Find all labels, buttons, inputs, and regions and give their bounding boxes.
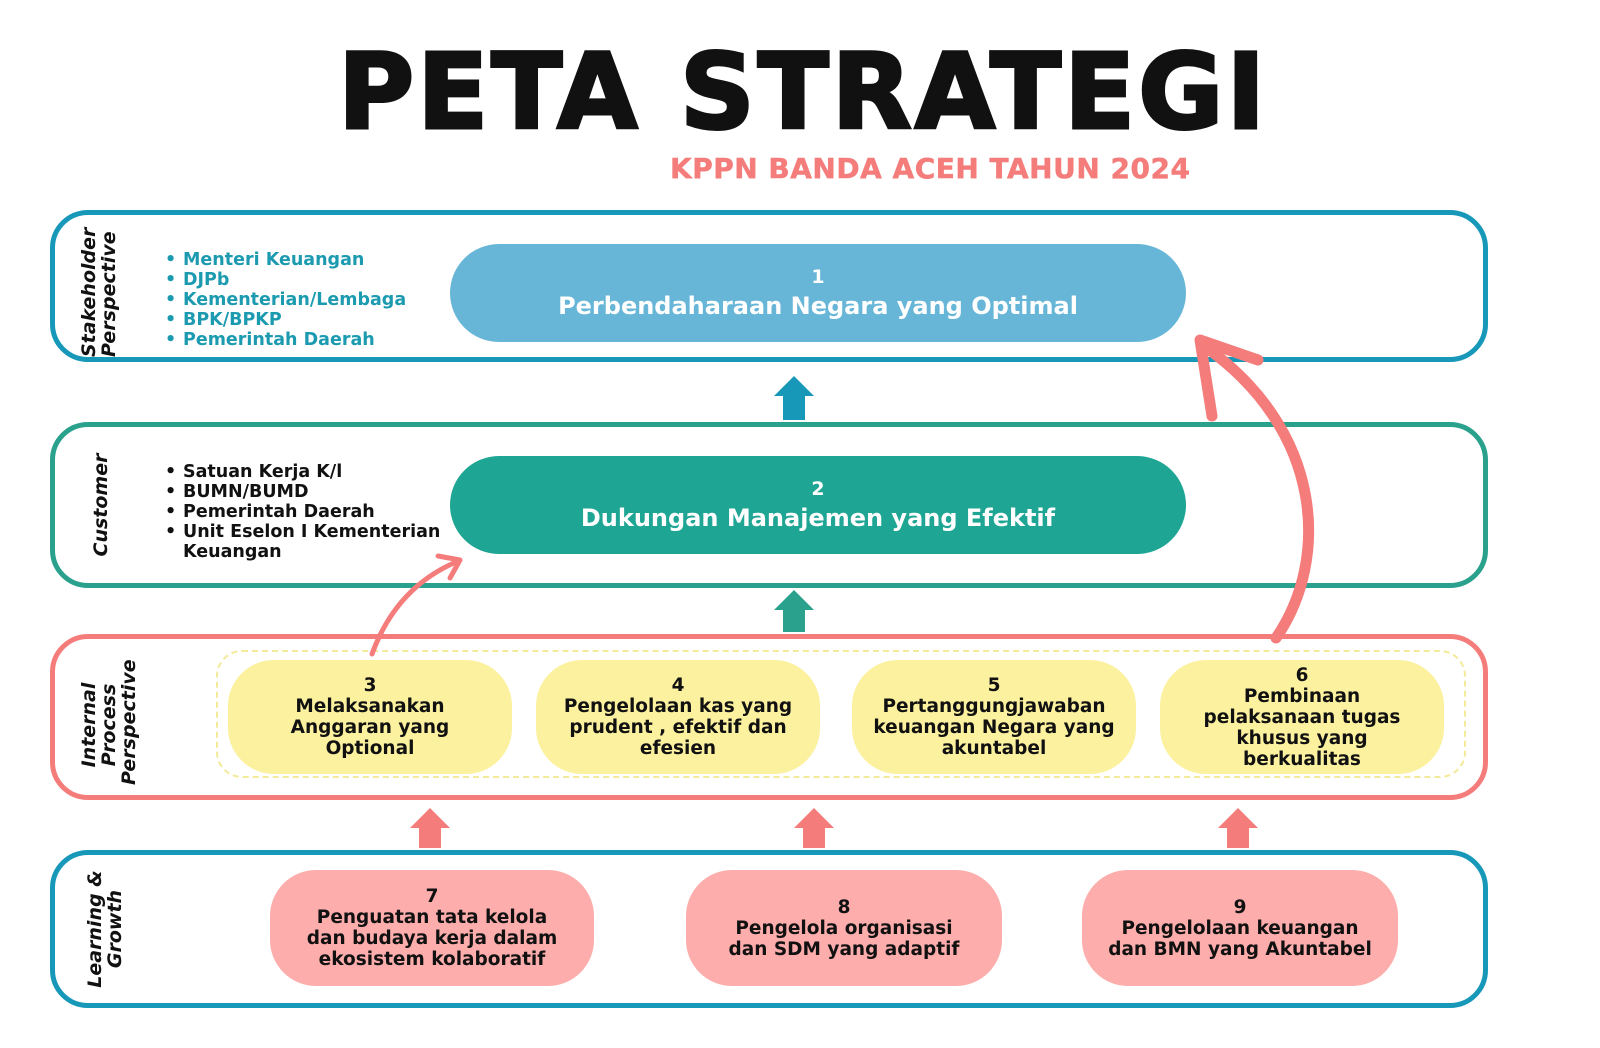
objective-8: 8 Pengelola organisasi dan SDM yang adap… [686,870,1002,986]
objective-2: 2 Dukungan Manajemen yang Efektif [450,456,1186,554]
objective-number: 9 [1233,896,1247,918]
up-arrow-icon [774,590,814,632]
objective-number: 6 [1295,664,1309,686]
curved-arrow-icon [1198,340,1315,644]
objective-number: 1 [811,266,825,288]
up-arrow-icon [1218,808,1258,848]
list-item: Kementerian/Lembaga [165,290,406,310]
list-item: DJPb [165,270,406,290]
list-item: Pemerintah Daerah [165,502,445,522]
list-item: Menteri Keuangan [165,250,406,270]
list-item: Satuan Kerja K/l [165,462,445,482]
up-arrow-icon [774,376,814,420]
objective-text: Pengelolaan keuangan dan BMN yang Akunta… [1108,917,1372,960]
objective-number: 8 [837,896,851,918]
objective-9: 9 Pengelolaan keuangan dan BMN yang Akun… [1082,870,1398,986]
page-subtitle: KPPN BANDA ACEH TAHUN 2024 [670,152,1191,186]
page-title: PETA STRATEGI [337,31,1269,153]
customer-list: Satuan Kerja K/l BUMN/BUMD Pemerintah Da… [165,462,445,562]
objective-number: 3 [363,675,377,696]
objective-number: 5 [987,675,1001,696]
objective-text: Pertanggungjawaban keuangan Negara yang … [873,696,1115,759]
objective-text: Melaksanakan Anggaran yang Optional [290,696,450,759]
objective-number: 2 [811,478,825,500]
up-arrow-icon [410,808,450,848]
list-item: Unit Eselon I Kementerian Keuangan [165,522,445,562]
objective-7: 7 Penguatan tata kelola dan budaya kerja… [270,870,594,986]
stakeholder-list: Menteri Keuangan DJPb Kementerian/Lembag… [165,250,406,350]
up-arrow-icon [794,808,834,848]
list-item: Pemerintah Daerah [165,330,406,350]
list-item: BPK/BPKP [165,310,406,330]
objective-text: Perbendaharaan Negara yang Optimal [558,292,1078,320]
objective-3: 3 Melaksanakan Anggaran yang Optional [228,660,512,774]
objective-text: Dukungan Manajemen yang Efektif [580,504,1056,532]
curved-arrow-icon [369,559,459,657]
objective-6: 6 Pembinaan pelaksanaan tugas khusus yan… [1160,660,1444,774]
objective-text: Pengelolaan kas yang prudent , efektif d… [563,696,793,759]
objective-5: 5 Pertanggungjawaban keuangan Negara yan… [852,660,1136,774]
objective-1: 1 Perbendaharaan Negara yang Optimal [450,244,1186,342]
arrowhead-icon [1194,334,1264,422]
objective-number: 4 [671,675,685,696]
objective-text: Penguatan tata kelola dan budaya kerja d… [306,907,558,970]
arrowhead-icon [435,553,463,581]
objective-number: 7 [425,886,439,907]
objective-4: 4 Pengelolaan kas yang prudent , efektif… [536,660,820,774]
objective-text: Pembinaan pelaksanaan tugas khusus yang … [1203,685,1401,770]
objective-text: Pengelola organisasi dan SDM yang adapti… [728,917,960,960]
internal-objectives-group [216,650,1466,778]
list-item: BUMN/BUMD [165,482,445,502]
